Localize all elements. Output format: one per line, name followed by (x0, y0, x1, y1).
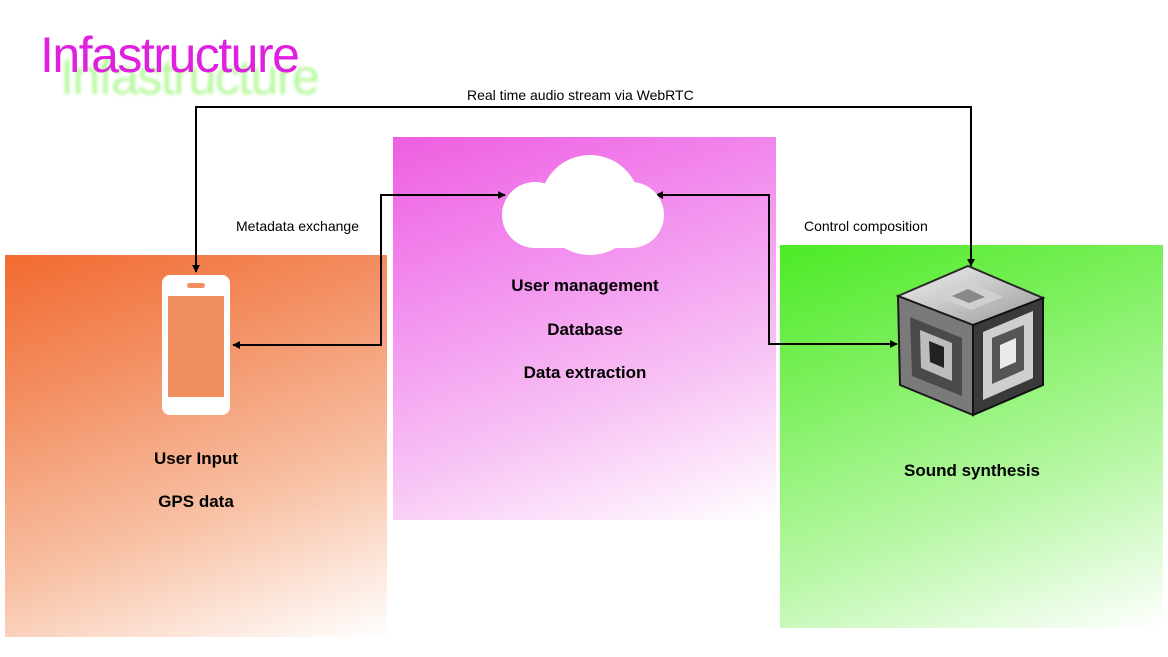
page-title: Infastructure (40, 27, 300, 83)
cloud-icon (502, 155, 664, 255)
phone-icon (162, 275, 230, 415)
data-extraction-label: Data extraction (523, 363, 647, 382)
audio-stream-label: Real time audio stream via WebRTC (467, 87, 694, 103)
cube-icon (895, 264, 1046, 417)
control-connector (655, 191, 898, 348)
user-input-label: User Input (153, 449, 239, 468)
user-management-label: User management (511, 276, 659, 295)
sound-synthesis-label: Sound synthesis (903, 461, 1041, 480)
database-label: Database (547, 320, 623, 339)
audio-stream-connector (192, 106, 975, 273)
gps-data-label: GPS data (158, 492, 234, 511)
metadata-connector (232, 191, 506, 349)
title-shadow: Infastructure (60, 49, 320, 105)
